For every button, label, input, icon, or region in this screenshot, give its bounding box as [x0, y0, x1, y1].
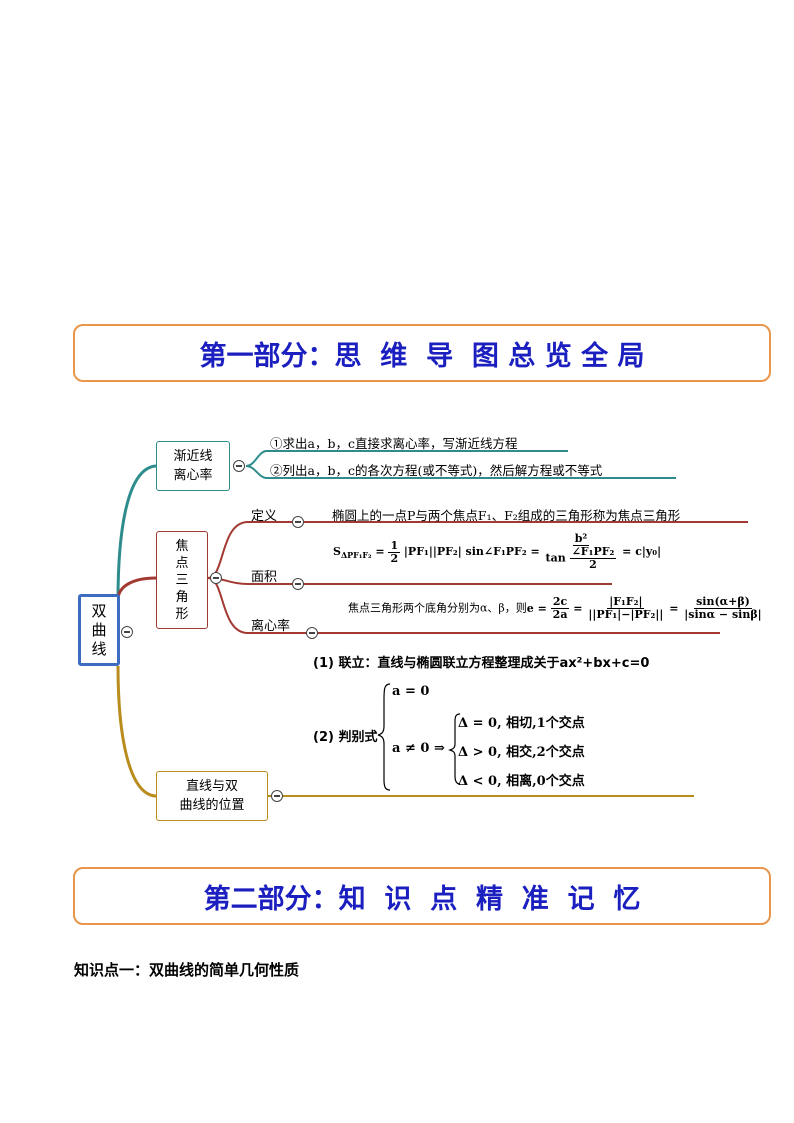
branch1-label: 渐近线 离心率 — [173, 449, 213, 483]
brace-small — [448, 713, 461, 785]
connector-root-branch1 — [116, 464, 157, 601]
branch2-split-def — [207, 521, 249, 579]
def-text: 椭圆上的一点P与两个焦点F₁、F₂组成的三角形称为焦点三角形 — [332, 508, 681, 523]
ecc-collapse-icon[interactable] — [306, 627, 318, 639]
branch2-split-ecc — [207, 577, 249, 634]
root-label: 双 曲 线 — [91, 601, 107, 658]
ecc-prefix: 焦点三角形两个底角分别为α、β，则 — [348, 601, 527, 615]
branch1-item2: ②列出a，b，c的各次方程(或不等式)，然后解方程或不等式 — [270, 463, 603, 478]
ecc-label: 离心率 — [251, 619, 291, 634]
branch2-label: 焦 点 三 角 形 — [175, 538, 189, 622]
part1-title: 第一部分：思 维 导 图 总 览 全 局 — [199, 340, 645, 372]
def-collapse-icon[interactable] — [292, 516, 304, 528]
branch3-node: 直线与双 曲线的位置 — [156, 771, 268, 821]
branch1-item1: ①求出a，b，c直接求离心率，写渐近线方程 — [270, 436, 518, 451]
branch2-collapse-icon[interactable] — [210, 572, 222, 584]
branch1-collapse-icon[interactable] — [233, 460, 245, 472]
case-separate: Δ < 0, 相离,0个交点 — [458, 774, 585, 789]
area-collapse-icon[interactable] — [292, 578, 304, 590]
branch1-node: 渐近线 离心率 — [156, 441, 230, 491]
branch3-label: 直线与双 曲线的位置 — [179, 779, 245, 813]
case-intersect: Δ > 0, 相交,2个交点 — [458, 745, 585, 760]
case-tangent: Δ = 0, 相切,1个交点 — [458, 716, 585, 731]
branch1-split — [245, 450, 267, 467]
branch3-collapse-icon[interactable] — [271, 790, 283, 802]
part1-banner: 第一部分：思 维 导 图 总 览 全 局 — [73, 324, 771, 382]
branch1-split2 — [245, 465, 267, 479]
connector-root-branch3 — [116, 665, 157, 798]
root-node: 双 曲 线 — [78, 594, 120, 666]
root-collapse-icon[interactable] — [121, 626, 133, 638]
branch2-node: 焦 点 三 角 形 — [156, 531, 208, 629]
step2-label: (2) 判别式 — [313, 730, 378, 745]
case-a-zero: a = 0 — [392, 684, 430, 699]
part2-title: 第二部分：知 识 点 精 准 记 忆 — [203, 883, 641, 915]
connector-root-branch2 — [116, 576, 157, 601]
brace-large — [377, 683, 391, 791]
knowledge-point-heading: 知识点一：双曲线的简单几何性质 — [74, 961, 300, 979]
area-label: 面积 — [251, 570, 278, 585]
step1-text: (1) 联立：直线与椭圆联立方程整理成关于ax²+bx+c=0 — [313, 656, 650, 671]
case-a-nonzero: a ≠ 0 ⇒ — [392, 741, 445, 756]
part2-banner: 第二部分：知 识 点 精 准 记 忆 — [73, 867, 771, 925]
def-label: 定义 — [251, 509, 278, 524]
